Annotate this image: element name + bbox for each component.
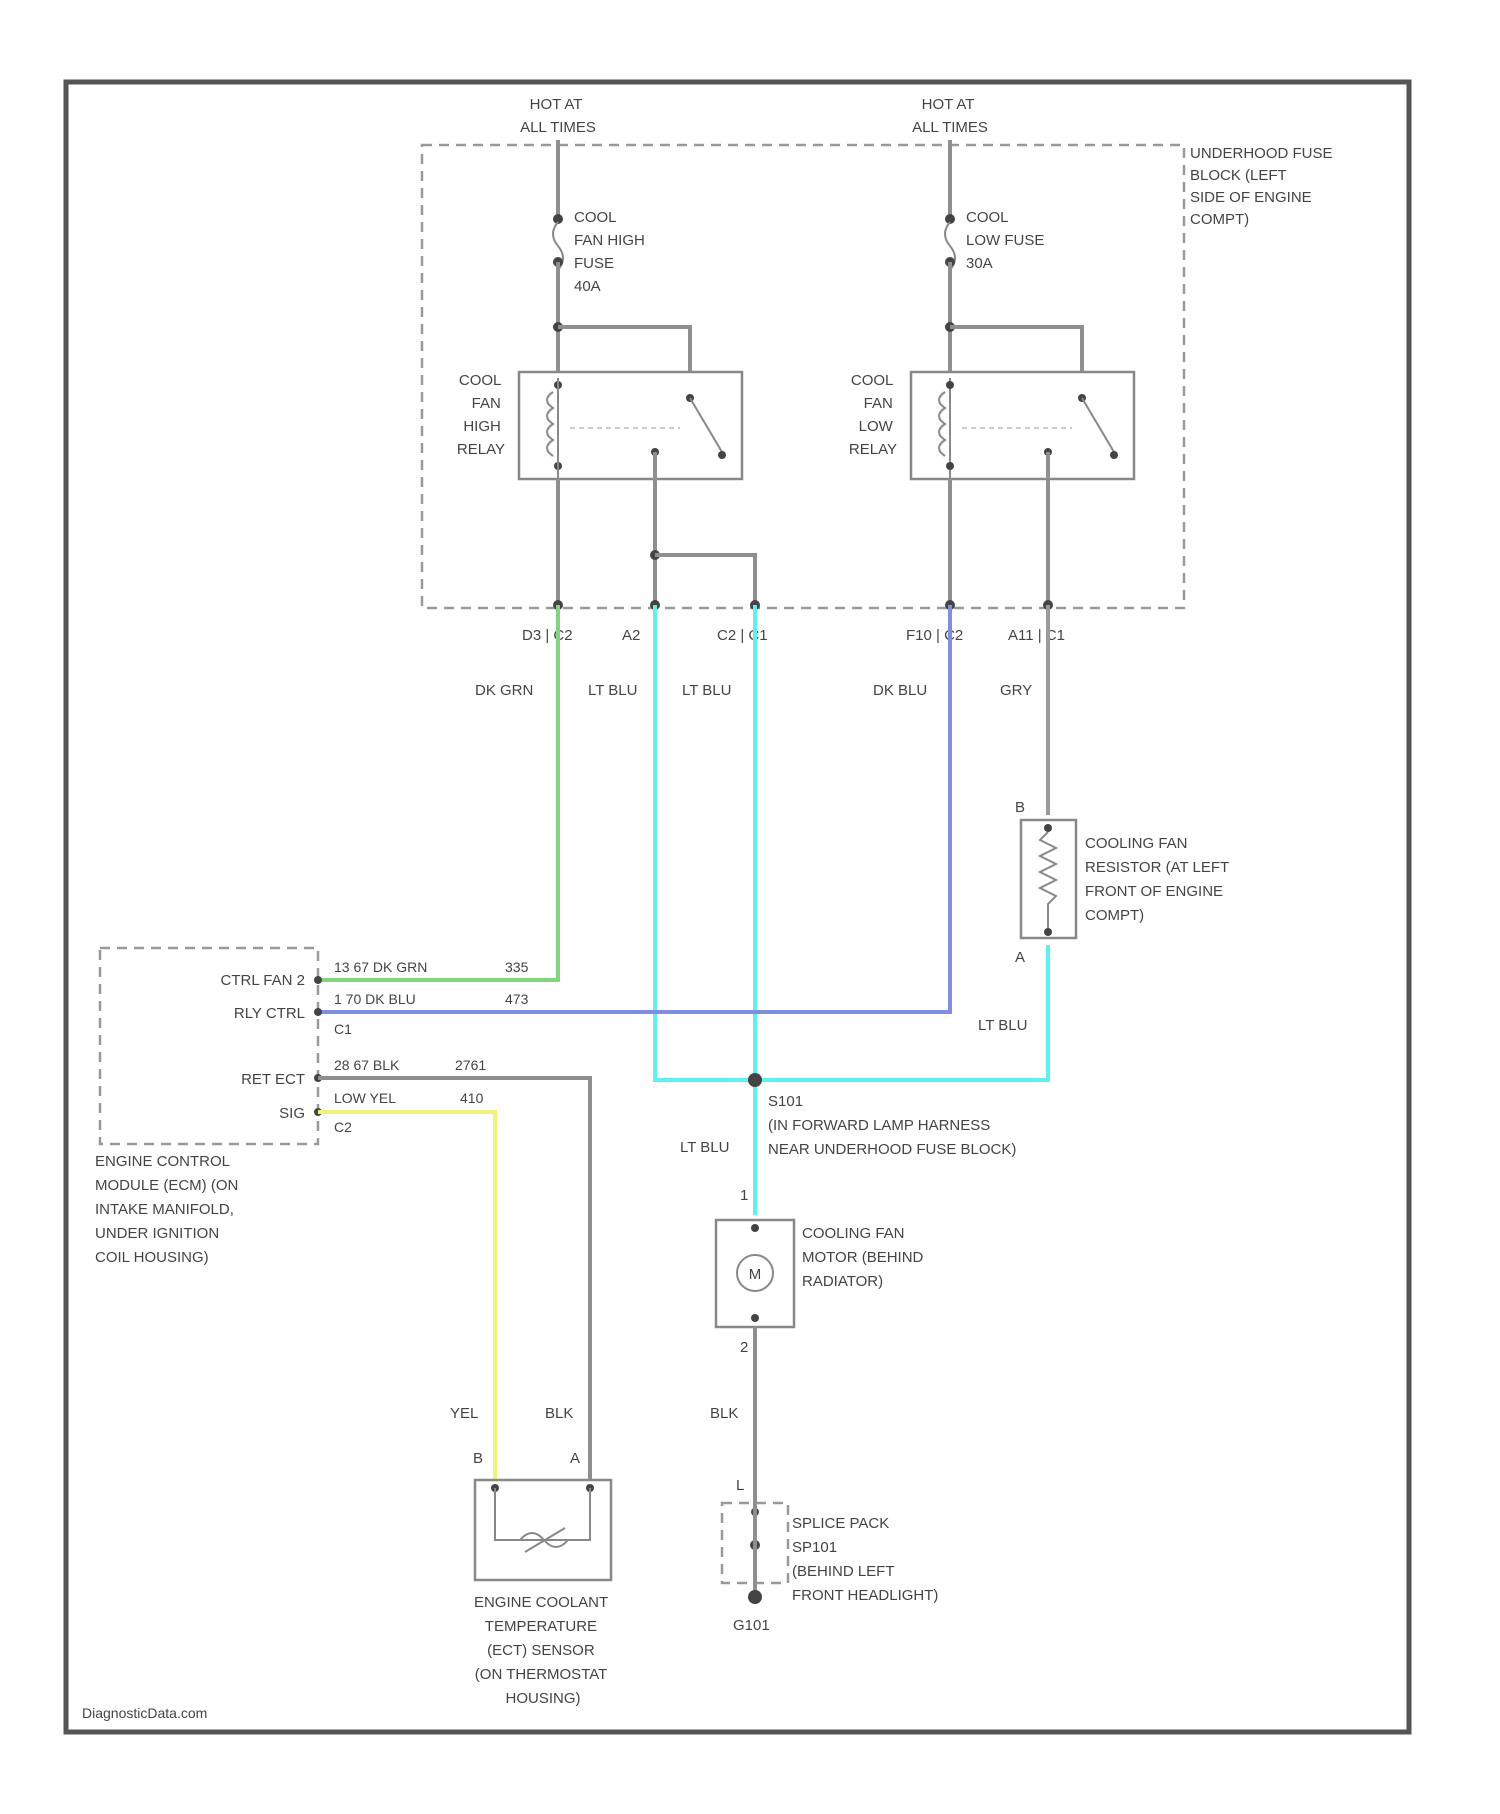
wire-blk-ect-return [318, 1078, 590, 1485]
resistor-top-dot [1044, 824, 1052, 832]
ground-g101-dot [748, 1590, 762, 1604]
wire-high-to-switch [558, 327, 690, 378]
wire-yel-ect-signal [318, 1112, 495, 1485]
ecm-pin-rly-ctrl: RLY CTRL [234, 1005, 305, 1022]
wire-label-yel: YEL [450, 1405, 478, 1422]
resistor-pin-a: A [1015, 949, 1025, 966]
wire-label-dk-grn: DK GRN [475, 682, 533, 699]
resistor-pin-b: B [1015, 799, 1025, 816]
wire-dk-blu [318, 605, 950, 1012]
ecm-pin-ctrl-fan-2: CTRL FAN 2 [221, 972, 305, 989]
splice-s101-label: (IN FORWARD LAMP HARNESS NEAR UNDERHOOD … [768, 1117, 1016, 1158]
splice-s101-id: S101 [768, 1093, 803, 1110]
wire-label-lt-blu-3: LT BLU [978, 1017, 1027, 1034]
ecm-wire-4-label: LOW YEL [334, 1090, 396, 1106]
splice-s101-dot [748, 1073, 762, 1087]
motor-pin-2: 2 [740, 1339, 748, 1356]
conn-f10-c2-label: F10 | C2 [906, 627, 963, 644]
wire-dk-grn [318, 605, 558, 980]
ect-pin-b: B [473, 1450, 483, 1467]
motor-bottom-dot [751, 1314, 759, 1322]
ecm-pin-sig: SIG [279, 1105, 305, 1122]
ect-sensor-label: ENGINE COOLANT TEMPERATURE (ECT) SENSOR … [474, 1594, 612, 1707]
splice-pack-label: SPLICE PACK SP101 (BEHIND LEFT FRONT HEA… [792, 1515, 938, 1604]
ecm-c1-label: C1 [334, 1021, 352, 1037]
motor-pin-1: 1 [740, 1187, 748, 1204]
motor-label: COOLING FAN MOTOR (BEHIND RADIATOR) [802, 1225, 928, 1290]
relay-high-switch-contact [718, 451, 726, 459]
ecm-wire-1-num: 335 [505, 959, 529, 975]
motor-top-dot [751, 1224, 759, 1232]
conn-a2-label: A2 [622, 627, 640, 644]
ground-g101-label: G101 [733, 1617, 770, 1634]
ecm-c2-label: C2 [334, 1119, 352, 1135]
ecm-wire-3-num: 2761 [455, 1057, 486, 1073]
wire-label-dk-blu: DK BLU [873, 682, 927, 699]
conn-a11-c1-label: A11 | C1 [1008, 627, 1065, 644]
wire-label-blk-2: BLK [710, 1405, 738, 1422]
hot-at-all-times-2: HOT AT ALL TIMES [912, 96, 988, 136]
wire-high-out-branch [655, 555, 755, 605]
splice-pack-pin: L [736, 1477, 744, 1494]
fuse-block-label: UNDERHOOD FUSE BLOCK (LEFT SIDE OF ENGIN… [1190, 145, 1337, 228]
ecm-label: ENGINE CONTROL MODULE (ECM) (ON INTAKE M… [95, 1153, 243, 1266]
fuse-high-label: COOL FAN HIGH FUSE 40A [574, 209, 649, 295]
watermark: DiagnosticData.com [82, 1705, 207, 1721]
ecm-wire-4-num: 410 [460, 1090, 484, 1106]
hot-at-all-times-1: HOT AT ALL TIMES [520, 96, 596, 136]
relay-low-switch-contact [1110, 451, 1118, 459]
relay-low-coil-bottom [946, 462, 954, 470]
ecm-wire-3-label: 28 67 BLK [334, 1057, 400, 1073]
ecm-wire-2-label: 1 70 DK BLU [334, 991, 416, 1007]
ect-pin-a: A [570, 1450, 580, 1467]
wire-label-lt-blu-2: LT BLU [682, 682, 731, 699]
conn-c2-c1-label: C2 | C1 [717, 627, 768, 644]
ecm-pin1-dot [314, 976, 322, 984]
wire-label-lt-blu-1: LT BLU [588, 682, 637, 699]
wire-lt-blu-a2 [655, 605, 755, 1080]
ecm-pin2-dot [314, 1008, 322, 1016]
motor-symbol: M [749, 1266, 762, 1283]
wire-label-gry: GRY [1000, 682, 1032, 699]
relay-low-coil-top [946, 381, 954, 389]
conn-d3-c2-label: D3 | C2 [522, 627, 573, 644]
wire-label-blk-1: BLK [545, 1405, 573, 1422]
ecm-wire-2-num: 473 [505, 991, 529, 1007]
fuse-low-label: COOL LOW FUSE 30A [966, 209, 1049, 272]
relay-low-label: COOL FAN LOW RELAY [849, 372, 897, 458]
resistor-bottom-dot [1044, 928, 1052, 936]
ecm-pin-ret-ect: RET ECT [241, 1071, 305, 1088]
wire-label-lt-blu-4: LT BLU [680, 1139, 729, 1156]
wire-low-to-switch [950, 327, 1082, 378]
ecm-wire-1-label: 13 67 DK GRN [334, 959, 427, 975]
relay-high-label: COOL FAN HIGH RELAY [457, 372, 505, 458]
resistor-label: COOLING FAN RESISTOR (AT LEFT FRONT OF E… [1085, 835, 1233, 924]
